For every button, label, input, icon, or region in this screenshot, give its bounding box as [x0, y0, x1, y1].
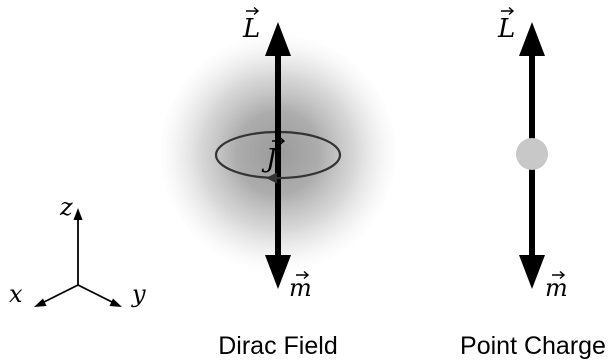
- x-axis-label: x: [9, 280, 23, 308]
- dirac-magnetic-moment-vector-arrow: [296, 270, 310, 280]
- coordinate-axes: z x y: [9, 193, 146, 308]
- x-axis: [39, 284, 79, 305]
- point-angular-momentum-label: L: [497, 14, 515, 44]
- dirac-angular-momentum-arrowhead: [265, 22, 291, 56]
- current-density-label: J: [261, 144, 278, 174]
- point-magnetic-moment-vector-arrow: [552, 270, 566, 280]
- z-axis-label: z: [59, 193, 73, 221]
- point-angular-momentum-arrowhead: [519, 22, 545, 56]
- current-density-vector-arrow: [272, 136, 286, 146]
- point-charge-caption: Point Charge: [460, 332, 606, 360]
- y-axis: [77, 284, 117, 305]
- y-axis-label: y: [131, 280, 146, 308]
- dirac-field-caption: Dirac Field: [218, 332, 337, 360]
- dirac-magnetic-moment-arrowhead: [265, 255, 291, 289]
- dirac-magnetic-moment-label: m: [289, 274, 312, 302]
- current-direction-arrowhead: [266, 172, 277, 184]
- dirac-field-group: L J m Dirac Field: [160, 6, 396, 360]
- current-loop-front: [214, 154, 342, 180]
- dirac-angular-momentum-vector-arrow: [246, 6, 260, 16]
- y-axis-arrowhead: [109, 298, 122, 307]
- point-charge-dot: [516, 138, 548, 170]
- dirac-angular-momentum-label: L: [242, 14, 260, 44]
- point-angular-momentum-vector-arrow: [501, 6, 515, 16]
- z-axis-arrowhead: [73, 208, 83, 220]
- point-charge-group: L m Point Charge: [460, 6, 606, 360]
- point-magnetic-moment-label: m: [545, 274, 568, 302]
- x-axis-arrowhead: [34, 298, 47, 307]
- point-magnetic-moment-arrowhead: [519, 255, 545, 289]
